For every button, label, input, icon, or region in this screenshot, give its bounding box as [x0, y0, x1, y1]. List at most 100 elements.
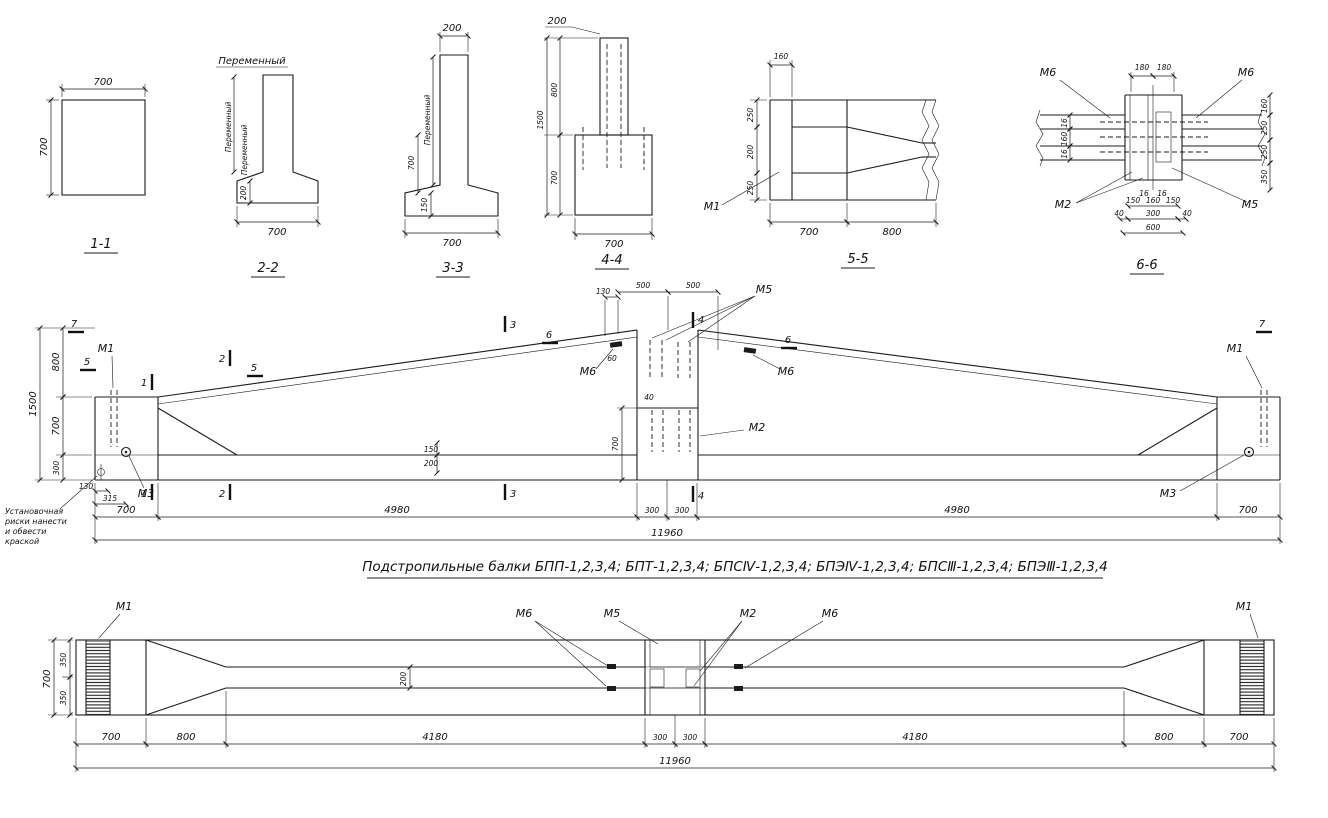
dim-tick — [1125, 203, 1131, 209]
dim-label: 16 — [1060, 149, 1069, 159]
dim-tick — [60, 452, 66, 458]
m3-hole — [120, 446, 132, 458]
dim-label: 315 — [103, 494, 118, 503]
dim-tick — [649, 231, 655, 237]
drawing-line — [124, 450, 128, 454]
drawing-line — [1075, 171, 1133, 204]
dim-tick — [92, 488, 98, 494]
drawing-line — [618, 620, 659, 645]
section-label: 5-5 — [847, 252, 868, 267]
mark-label-m5: М5 — [756, 283, 773, 296]
m3-hole — [1243, 446, 1255, 458]
section-view-5-5: 160 250 200 250 М1 700 800 5-5 — [704, 52, 940, 269]
section-view-6-6: 180 180 М6 М6 16 160 16 160 250 250 350 … — [1035, 63, 1273, 275]
dim-tick — [1201, 741, 1207, 747]
dim-tick — [1120, 230, 1126, 236]
drawing-line — [157, 336, 638, 405]
dim-label: 160 — [1146, 196, 1161, 205]
dim-tick — [92, 501, 98, 507]
dim-tick — [48, 192, 54, 198]
dim-tick — [715, 289, 721, 295]
break-line — [931, 99, 940, 201]
mark-label-m3: М3 — [1160, 487, 1177, 500]
dim-tick — [1267, 137, 1273, 143]
drawing-line — [846, 126, 923, 144]
dim-label: 180 — [1157, 63, 1172, 72]
dim-tick — [60, 394, 66, 400]
dim-label: 150 — [420, 198, 429, 213]
mark-label-m6: М6 — [1040, 66, 1057, 79]
drawing-line — [534, 620, 607, 687]
cut-mark-7: 7 — [1259, 319, 1266, 330]
m6-plate — [734, 664, 743, 669]
dim-label: 160 — [1260, 99, 1269, 114]
dim-label: 200 — [547, 16, 566, 27]
section-label: 2-2 — [257, 261, 278, 276]
dim-label: 200 — [746, 145, 755, 160]
drawing-line — [665, 295, 756, 341]
dim-label: 1500 — [28, 391, 39, 416]
drawing-line — [145, 687, 227, 716]
dim-label: 40 — [1182, 209, 1192, 218]
dim-label: Переменный — [224, 102, 233, 153]
mark-label-m2: М2 — [749, 421, 766, 434]
dim-tick — [73, 765, 79, 771]
dim-tick — [1128, 73, 1134, 79]
dim-tick — [754, 197, 760, 203]
section-view-2-2: Переменный Переменный Переменный 200 700… — [216, 56, 321, 278]
dim-tick — [1067, 157, 1073, 163]
dim-tick — [430, 54, 436, 60]
drawing-line — [744, 620, 824, 669]
dim-tick — [73, 741, 79, 747]
cut-mark-3: 3 — [510, 320, 516, 331]
cut-mark-1: 1 — [141, 489, 147, 500]
dim-tick — [642, 741, 648, 747]
mark-label-m5: М5 — [604, 607, 621, 620]
drawing-line — [1247, 450, 1251, 454]
dim-tick — [1125, 216, 1131, 222]
dim-label: 500 — [686, 281, 701, 290]
dim-tick — [60, 325, 66, 331]
drawing-line — [1171, 167, 1248, 203]
mark-label-m6: М6 — [580, 365, 597, 378]
dim-tick — [557, 132, 563, 138]
m6-plate — [743, 347, 757, 354]
dim-label: 700 — [799, 227, 818, 238]
dim-tick — [37, 325, 43, 331]
dim-label: 700 — [1238, 505, 1257, 516]
drawing-line — [846, 156, 923, 174]
installation-note: Установочная риски нанести и обвести кра… — [4, 475, 98, 546]
drawing-line — [697, 336, 1218, 405]
dim-label: 300 — [1146, 209, 1161, 218]
dim-tick — [92, 514, 98, 520]
cut-mark-2: 2 — [219, 489, 225, 500]
mark-label-m1: М1 — [704, 200, 721, 213]
section-label: 4-4 — [601, 253, 622, 268]
dim-tick — [428, 190, 434, 196]
dim-tick — [1267, 160, 1273, 166]
dim-label: 800 — [176, 732, 195, 743]
dim-tick — [67, 712, 73, 718]
top-chord-right — [697, 329, 1218, 398]
drawing-line — [687, 295, 756, 343]
dim-tick — [1175, 216, 1181, 222]
dim-label: 300 — [52, 461, 61, 476]
dim-label: 800 — [1154, 732, 1173, 743]
cut-mark-4: 4 — [698, 491, 704, 502]
mark-label-m6: М6 — [516, 607, 533, 620]
drawing-line — [145, 639, 227, 668]
dim-tick — [155, 514, 161, 520]
section-view-4-4: 200 1500 800 700 700 4-4 — [536, 16, 655, 270]
dim-label: 180 — [1135, 63, 1150, 72]
cut-mark-1: 1 — [141, 378, 147, 389]
section-2-2-outline — [236, 74, 319, 204]
dim-label: 600 — [1146, 223, 1161, 232]
dim-tick — [664, 514, 670, 520]
dim-label: 250 — [746, 181, 755, 196]
mark-label-m6: М6 — [1238, 66, 1255, 79]
dim-label: 40 — [644, 393, 654, 402]
dim-tick — [495, 230, 501, 236]
joint-plate-hatch — [649, 639, 701, 668]
mark-label-m1: М1 — [1236, 600, 1253, 613]
dim-tick — [59, 86, 65, 92]
